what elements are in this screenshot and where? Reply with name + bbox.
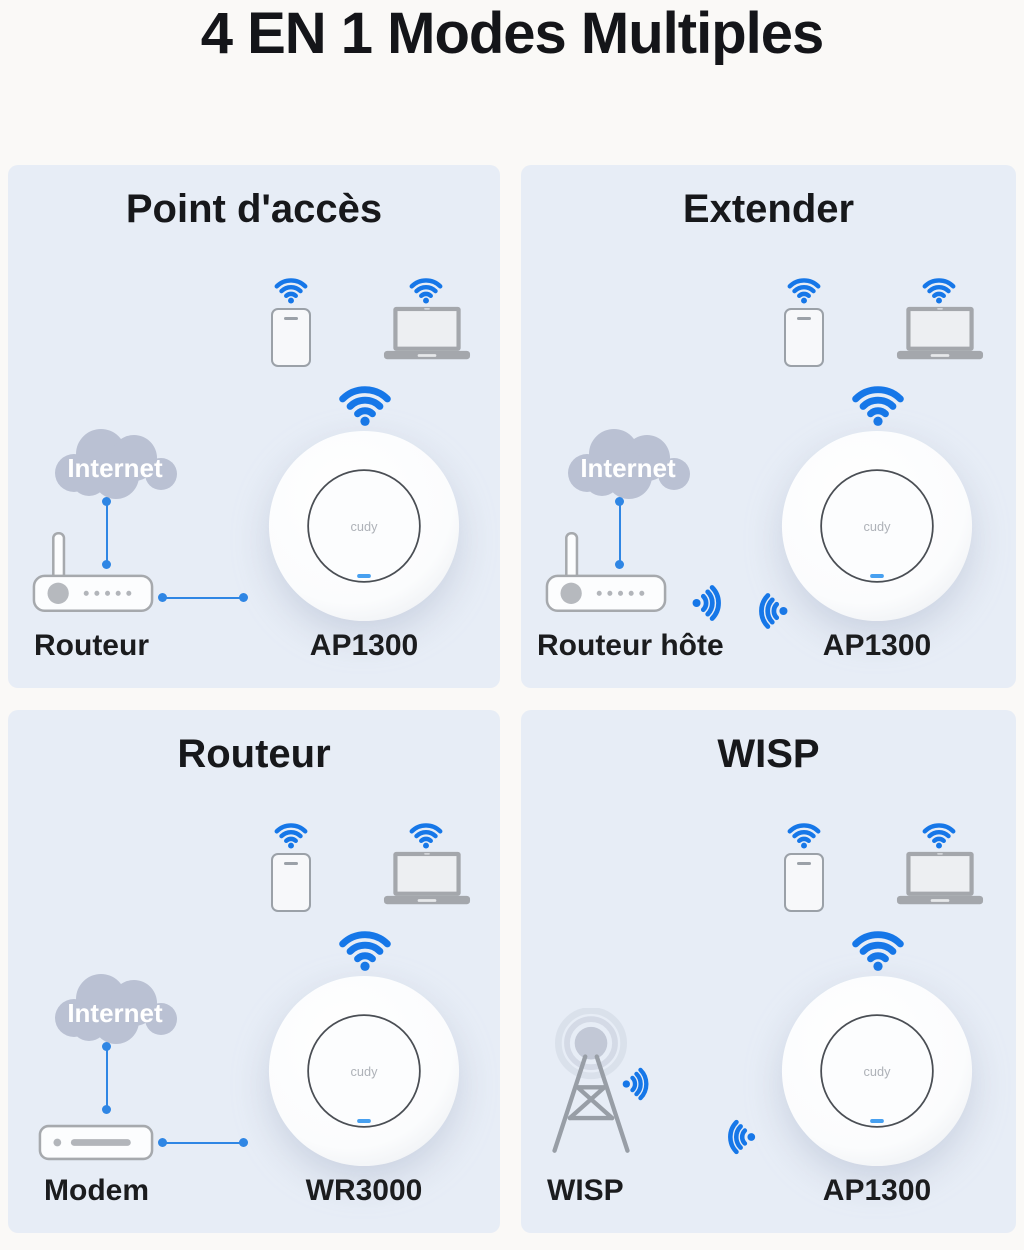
internet-cloud: Internet <box>557 421 699 501</box>
router-icon <box>545 531 667 613</box>
wifi-icon <box>270 816 312 850</box>
smartphone-icon <box>271 308 311 367</box>
page-title: 4 EN 1 Modes Multiples <box>200 1 825 66</box>
wifi-icon-large <box>845 920 911 973</box>
svg-text:cudy: cudy <box>864 519 892 534</box>
device-led <box>357 1119 371 1123</box>
connector-line <box>162 1142 244 1144</box>
svg-text:Internet: Internet <box>67 453 163 483</box>
access-point-device: cudy <box>779 973 975 1169</box>
device-label: WR3000 <box>305 1174 423 1207</box>
wired-connector-horizontal <box>158 593 248 603</box>
source-label: Routeur <box>34 629 149 662</box>
panel-title: WISP <box>717 732 820 776</box>
access-point-device: cudy <box>779 428 975 624</box>
phone-speaker <box>797 317 811 320</box>
panel-router-mode: Routeur Internet cudy Modem WR3000 <box>8 710 500 1233</box>
device-led <box>870 1119 884 1123</box>
panel-title: Point d'accès <box>125 187 383 231</box>
connector-line <box>106 501 108 565</box>
connector-line <box>106 1046 108 1110</box>
signal-transmit-icon <box>619 1064 659 1104</box>
panel-extender: Extender Internet cudy Routeur hôte AP13… <box>521 165 1016 688</box>
access-point-device: cudy <box>266 428 462 624</box>
modem-icon <box>38 1124 154 1161</box>
device-label: AP1300 <box>309 629 419 662</box>
wifi-icon <box>918 816 960 850</box>
phone-speaker <box>284 317 298 320</box>
source-label: Modem <box>44 1174 149 1207</box>
wifi-icon <box>783 816 825 850</box>
svg-text:cudy: cudy <box>864 1064 892 1079</box>
connector-dot <box>158 1138 167 1147</box>
connector-line <box>619 501 621 565</box>
wisp-antenna-tower-icon <box>543 1008 639 1158</box>
laptop-icon <box>893 850 987 908</box>
connector-dot <box>239 1138 248 1147</box>
svg-text:cudy: cudy <box>351 519 379 534</box>
wired-connector-vertical <box>102 1042 112 1114</box>
connector-dot <box>102 560 111 569</box>
connector-dot <box>102 497 111 506</box>
device-led <box>357 574 371 578</box>
source-label: WISP <box>547 1174 624 1207</box>
wifi-icon-large <box>332 375 398 428</box>
wifi-icon <box>783 271 825 305</box>
signal-receive-icon <box>717 1116 759 1158</box>
device-label: AP1300 <box>822 629 932 662</box>
internet-cloud: Internet <box>44 421 186 501</box>
laptop-icon <box>380 850 474 908</box>
panel-access-point: Point d'accès Internet cudy Routeur AP13… <box>8 165 500 688</box>
connector-dot <box>615 497 624 506</box>
source-label: Routeur hôte <box>537 629 724 662</box>
wifi-icon <box>405 271 447 305</box>
smartphone-icon <box>271 853 311 912</box>
wifi-icon <box>270 271 312 305</box>
wifi-icon-large <box>332 920 398 973</box>
connector-dot <box>615 560 624 569</box>
connector-line <box>162 597 244 599</box>
connector-dot <box>102 1105 111 1114</box>
smartphone-icon <box>784 308 824 367</box>
wifi-icon <box>405 816 447 850</box>
internet-cloud: Internet <box>44 966 186 1046</box>
wifi-icon <box>918 271 960 305</box>
device-led <box>870 574 884 578</box>
device-label: AP1300 <box>822 1174 932 1207</box>
smartphone-icon <box>784 853 824 912</box>
connector-dot <box>102 1042 111 1051</box>
wired-connector-vertical <box>615 497 625 569</box>
panel-title: Extender <box>682 187 855 231</box>
signal-transmit-icon <box>688 581 733 625</box>
panel-wisp: WISP cudy WISP AP1300 <box>521 710 1016 1233</box>
wifi-icon-large <box>845 375 911 428</box>
connector-dot <box>239 593 248 602</box>
svg-text:cudy: cudy <box>351 1064 379 1079</box>
laptop-icon <box>893 305 987 363</box>
svg-text:Internet: Internet <box>67 998 163 1028</box>
connector-dot <box>158 593 167 602</box>
router-device: cudy <box>266 973 462 1169</box>
panel-title: Routeur <box>177 732 331 776</box>
svg-text:Internet: Internet <box>580 453 676 483</box>
wired-connector-vertical <box>102 497 112 569</box>
wired-connector-horizontal <box>158 1138 248 1148</box>
router-icon <box>32 531 154 613</box>
signal-receive-icon <box>747 589 792 633</box>
phone-speaker <box>284 862 298 865</box>
laptop-icon <box>380 305 474 363</box>
phone-speaker <box>797 862 811 865</box>
